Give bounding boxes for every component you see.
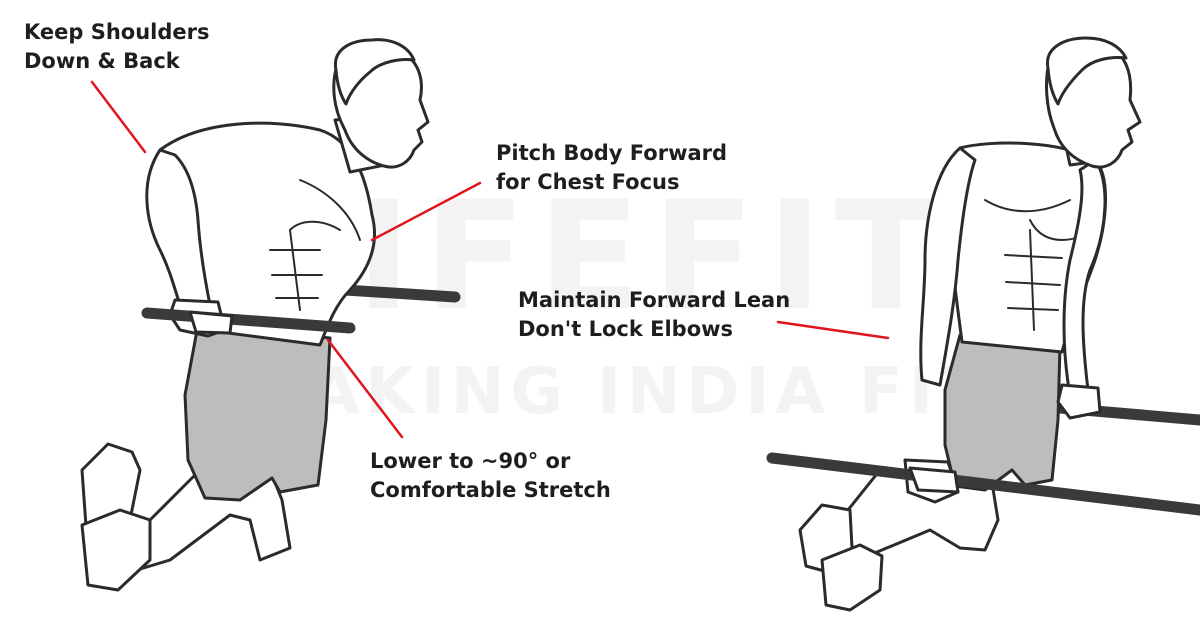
leader-line-shoulders (90, 80, 147, 154)
watermark-tagline: MAKING INDIA FIT (240, 355, 989, 429)
annotation-lean-line2: Don't Lock Elbows (518, 317, 734, 341)
right-figure-shoe-front (820, 543, 884, 612)
annotation-lower: Lower to ~90° or Comfortable Stretch (370, 447, 611, 505)
left-figure-hair (333, 38, 416, 106)
leader-line-lean (776, 320, 890, 340)
figure-right-extended (766, 36, 1200, 612)
leader-line-pitch (370, 181, 482, 242)
annotation-shoulders-line2: Down & Back (24, 49, 180, 73)
left-figure-fingers (188, 310, 234, 335)
dip-bar-back-left (339, 284, 461, 303)
right-figure-arm-left (919, 146, 977, 387)
dip-bar-front-right (766, 452, 1200, 516)
right-figure-hand-back (1056, 383, 1102, 420)
annotation-lean-line1: Maintain Forward Lean (518, 288, 791, 312)
annotation-pitch-line1: Pitch Body Forward (496, 141, 728, 165)
left-figure-shoe-front (80, 508, 152, 592)
annotation-lower-line1: Lower to ~90° or (370, 449, 571, 473)
annotation-leader-lines (90, 80, 890, 439)
right-figure-abs (1004, 229, 1063, 331)
annotation-lean: Maintain Forward Lean Don't Lock Elbows (518, 286, 790, 344)
annotation-shoulders-line1: Keep Shoulders (24, 20, 210, 44)
right-figure-fingers (908, 466, 960, 494)
right-figure-shorts (943, 333, 1062, 492)
left-figure-chest (289, 179, 361, 241)
right-figure-hair (1046, 36, 1128, 106)
annotation-pitch: Pitch Body Forward for Chest Focus (496, 139, 727, 197)
leader-line-lower (326, 338, 404, 439)
annotation-pitch-line2: for Chest Focus (496, 170, 680, 194)
left-figure-shorts (183, 323, 332, 502)
dip-bar-front-left (141, 307, 356, 334)
figure-left-lowered (80, 38, 461, 592)
annotation-shoulders: Keep Shoulders Down & Back (24, 18, 210, 76)
left-figure-abs (269, 229, 323, 311)
annotation-lower-line2: Comfortable Stretch (370, 478, 611, 502)
